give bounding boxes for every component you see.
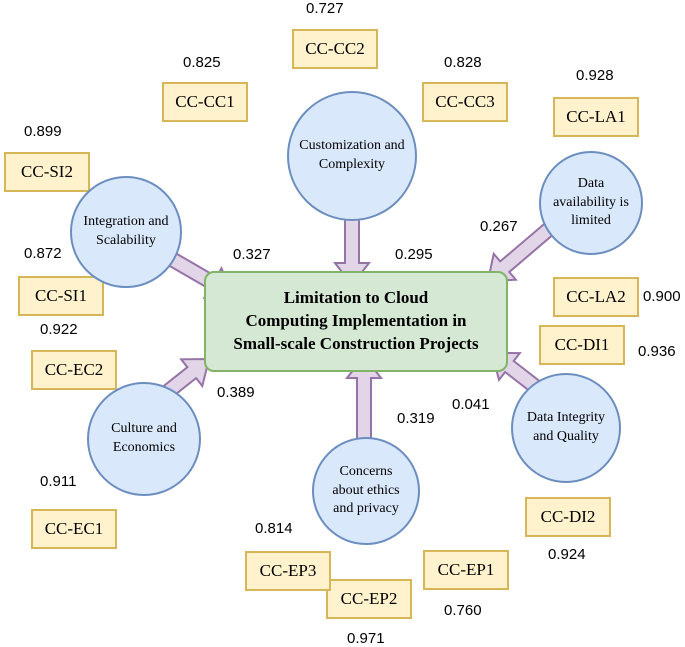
construct-culture: Culture and Economics — [87, 382, 201, 496]
loading-cc-cc2: 0.727 — [306, 0, 344, 17]
path-coef-data-availability: 0.267 — [480, 218, 518, 235]
indicator-cc-di2: CC-DI2 — [525, 497, 611, 537]
loading-cc-si1: 0.872 — [24, 245, 62, 262]
indicator-cc-di1: CC-DI1 — [539, 325, 625, 365]
indicator-cc-si1: CC-SI1 — [18, 276, 104, 316]
construct-customization: Customization and Complexity — [287, 91, 417, 221]
path-coef-data-integrity: 0.041 — [452, 396, 490, 413]
indicator-cc-ec1: CC-EC1 — [31, 509, 117, 549]
construct-data-integrity: Data Integrity and Quality — [511, 373, 621, 483]
path-coef-customization: 0.295 — [395, 246, 433, 263]
loading-cc-la1: 0.928 — [576, 67, 614, 84]
loading-cc-ec2: 0.922 — [40, 321, 78, 338]
indicator-cc-ec2: CC-EC2 — [31, 350, 117, 390]
loading-cc-la2: 0.900 — [643, 288, 681, 305]
loading-cc-di2: 0.924 — [548, 546, 586, 563]
loading-cc-ep2: 0.971 — [347, 630, 385, 647]
indicator-cc-ep3: CC-EP3 — [245, 551, 331, 591]
construct-ethics-label: Concerns about ethics and privacy — [332, 463, 400, 517]
indicator-cc-cc1: CC-CC1 — [162, 82, 248, 122]
construct-customization-label: Customization and Complexity — [299, 138, 405, 172]
construct-culture-label: Culture and Economics — [111, 421, 177, 455]
loading-cc-si2: 0.899 — [24, 123, 62, 140]
outcome-box: Limitation to Cloud Computing Implementa… — [204, 271, 508, 372]
indicator-cc-ep2: CC-EP2 — [326, 579, 412, 619]
path-coef-integration: 0.327 — [233, 246, 271, 263]
indicator-cc-cc2: CC-CC2 — [292, 29, 378, 69]
indicator-cc-cc3: CC-CC3 — [422, 82, 508, 122]
indicator-cc-ep1: CC-EP1 — [423, 550, 509, 590]
path-coef-culture: 0.389 — [217, 384, 255, 401]
loading-cc-ep3: 0.814 — [255, 520, 293, 537]
construct-ethics: Concerns about ethics and privacy — [312, 437, 420, 545]
construct-data-availability: Data availability is limited — [539, 151, 643, 255]
loading-cc-ec1: 0.911 — [40, 473, 77, 490]
construct-integration-label: Integration and Scalability — [83, 214, 169, 248]
construct-data-availability-label: Data availability is limited — [553, 175, 629, 229]
path-coef-ethics: 0.319 — [397, 410, 435, 427]
loading-cc-cc3: 0.828 — [444, 54, 482, 71]
loading-cc-di1: 0.936 — [638, 343, 676, 360]
indicator-cc-la1: CC-LA1 — [553, 97, 639, 137]
construct-data-integrity-label: Data Integrity and Quality — [526, 410, 606, 444]
construct-integration: Integration and Scalability — [70, 176, 182, 288]
indicator-cc-la2: CC-LA2 — [553, 277, 639, 317]
loading-cc-ep1: 0.760 — [444, 602, 482, 619]
indicator-cc-si2: CC-SI2 — [4, 152, 90, 192]
outcome-label: Limitation to Cloud Computing Implementa… — [233, 288, 479, 353]
loading-cc-cc1: 0.825 — [183, 54, 221, 71]
